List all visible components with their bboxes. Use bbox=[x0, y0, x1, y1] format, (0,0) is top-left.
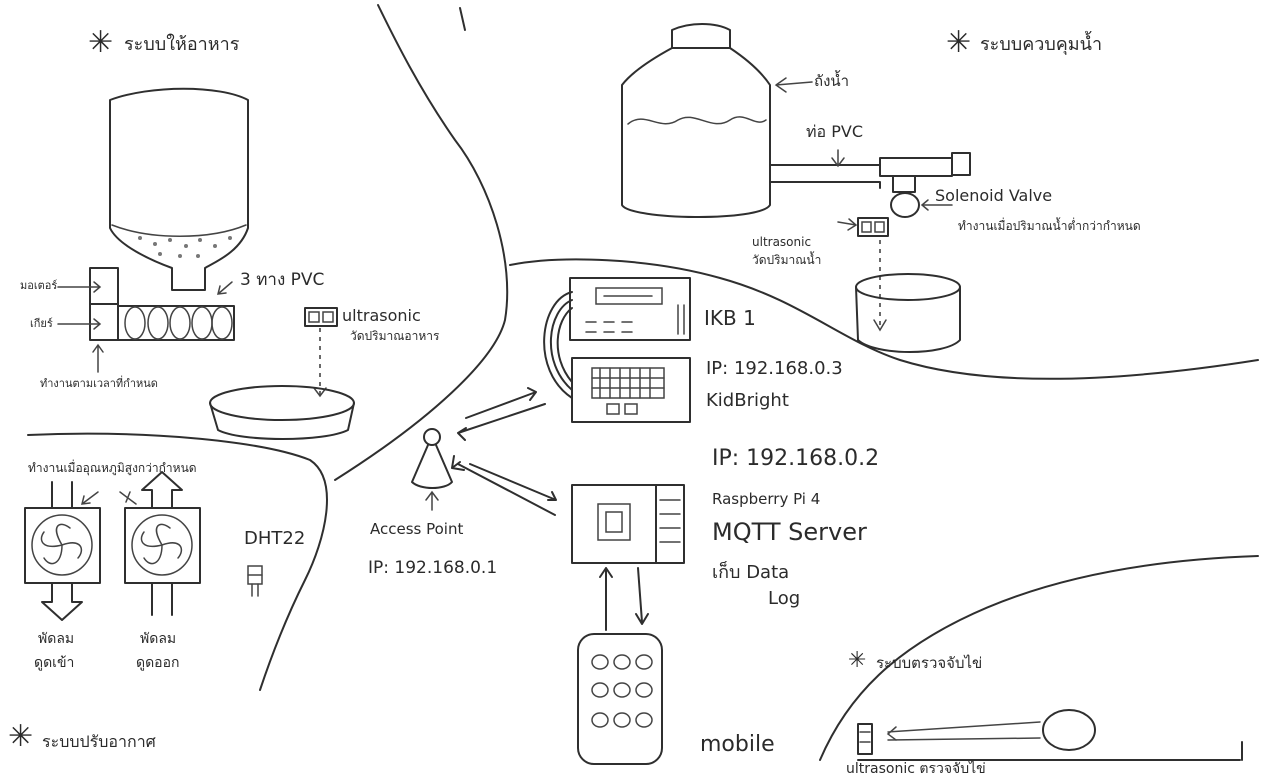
feeder-hopper bbox=[110, 89, 248, 290]
water-ultrasonic-note: วัดปริมาณน้ำ bbox=[752, 254, 821, 266]
tank-label: ถังน้ำ bbox=[814, 74, 849, 89]
food-ultrasonic-label: ultrasonic bbox=[342, 308, 421, 324]
water-tank bbox=[622, 24, 812, 217]
gear-label: เกียร์ bbox=[30, 318, 53, 329]
egg-title: ระบบตรวจจับไข่ bbox=[876, 656, 982, 671]
solenoid-note: ทำงานเมื่อปริมาณน้ำต่ำกว่ากำหนด bbox=[958, 220, 1141, 232]
env-title-asterisk: ✳ bbox=[8, 722, 33, 752]
ikb-label: IKB 1 bbox=[704, 308, 756, 328]
fan-exhaust-label-1: พัดลม bbox=[140, 632, 176, 646]
fan-intake-label-2: ดูดเข้า bbox=[34, 656, 74, 670]
feeder-note: ทำงานตามเวลาที่กำหนด bbox=[40, 378, 158, 389]
kidbright-label: KidBright bbox=[706, 392, 789, 410]
access-point-icon bbox=[412, 429, 452, 510]
feeder-title-asterisk: ✳ bbox=[88, 28, 113, 58]
access-point-label: Access Point bbox=[370, 522, 463, 537]
pipe-3way-label: 3 ทาง PVC bbox=[240, 272, 324, 289]
ikb-board bbox=[570, 278, 690, 340]
fan-intake bbox=[25, 482, 100, 620]
kidbright-board bbox=[572, 358, 690, 422]
food-tray bbox=[210, 386, 354, 439]
dht22-sensor bbox=[248, 566, 262, 596]
rpi-label: Raspberry Pi 4 bbox=[712, 492, 820, 507]
water-ultrasonic-sensor bbox=[838, 218, 888, 330]
egg-title-asterisk: ✳ bbox=[848, 650, 866, 672]
ap-kidbright-link bbox=[458, 388, 545, 440]
fan-exhaust-label-2: ดูดออก bbox=[136, 656, 179, 670]
ikb-kidbright-cable bbox=[544, 292, 572, 398]
datalog-label-1: เก็บ Data bbox=[712, 564, 789, 582]
env-title: ระบบปรับอากาศ bbox=[42, 734, 156, 750]
fan-exhaust bbox=[120, 472, 200, 615]
rpi-ip: IP: 192.168.0.2 bbox=[712, 448, 879, 470]
ap-rpi-link bbox=[452, 456, 556, 515]
kidbright-ip: IP: 192.168.0.3 bbox=[706, 360, 843, 378]
solenoid-label: Solenoid Valve bbox=[935, 188, 1052, 204]
feeder-title: ระบบให้อาหาร bbox=[124, 36, 239, 54]
water-bowl bbox=[856, 274, 960, 352]
fan-intake-label-1: พัดลม bbox=[38, 632, 74, 646]
motor-label: มอเตอร์ bbox=[20, 280, 57, 291]
fan-note: ทำงานเมื่ออุณหภูมิสูงกว่ากำหนด bbox=[28, 462, 197, 474]
region-boundary-feeder bbox=[335, 5, 507, 480]
dht22-label: DHT22 bbox=[244, 530, 305, 548]
mqtt-label: MQTT Server bbox=[712, 520, 867, 544]
datalog-label-2: Log bbox=[768, 590, 800, 608]
access-point-ip: IP: 192.168.0.1 bbox=[368, 560, 497, 577]
food-ultrasonic-note: วัดปริมาณอาหาร bbox=[350, 330, 439, 342]
mobile-label: mobile bbox=[700, 734, 775, 756]
water-title-asterisk: ✳ bbox=[946, 28, 971, 58]
egg-ultrasonic-sensor bbox=[858, 722, 1040, 754]
raspberry-pi-board bbox=[572, 485, 684, 563]
water-title: ระบบควบคุมน้ำ bbox=[980, 36, 1102, 54]
egg-shape bbox=[1043, 710, 1095, 750]
rpi-mobile-link bbox=[600, 568, 648, 630]
motor-gear-box bbox=[58, 268, 118, 372]
pipe-pvc-label: ท่อ PVC bbox=[806, 124, 863, 140]
egg-ultrasonic-label: ultrasonic ตรวจจับไข่ bbox=[846, 762, 986, 776]
feeder-pipe bbox=[118, 306, 234, 340]
mobile-phone bbox=[578, 634, 662, 764]
water-ultrasonic-label: ultrasonic bbox=[752, 236, 811, 248]
feeder-ultrasonic-sensor bbox=[305, 308, 337, 396]
